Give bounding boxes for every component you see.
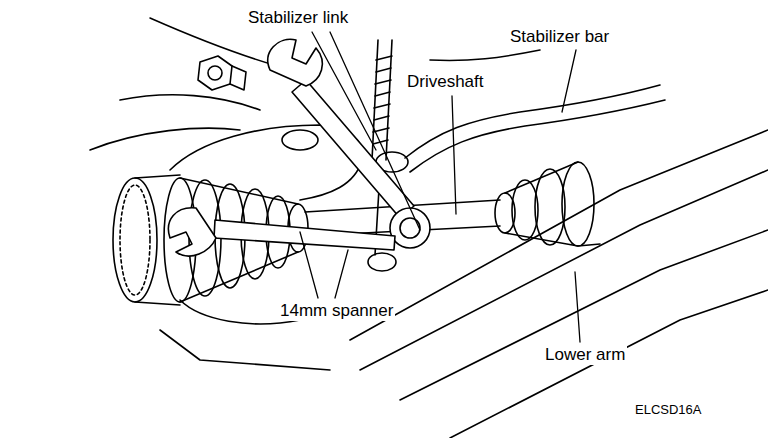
lower-arm bbox=[350, 130, 768, 438]
part-label: 14mm spanner bbox=[278, 301, 395, 321]
part-label: Driveshaft bbox=[405, 72, 486, 92]
leader-line bbox=[300, 32, 580, 342]
inner-boot bbox=[495, 162, 600, 246]
spanner bbox=[168, 208, 395, 256]
spanner bbox=[268, 39, 430, 248]
figure-code: ELCSD16A bbox=[633, 402, 703, 418]
steering-knuckle bbox=[160, 125, 362, 370]
hex-bolt bbox=[198, 56, 246, 90]
body-outline bbox=[90, 18, 540, 150]
stabilizer-bar bbox=[405, 85, 665, 172]
part-label: Stabilizer link bbox=[246, 8, 350, 28]
part-label: Lower arm bbox=[543, 345, 627, 365]
part-label: Stabilizer bar bbox=[508, 27, 611, 47]
